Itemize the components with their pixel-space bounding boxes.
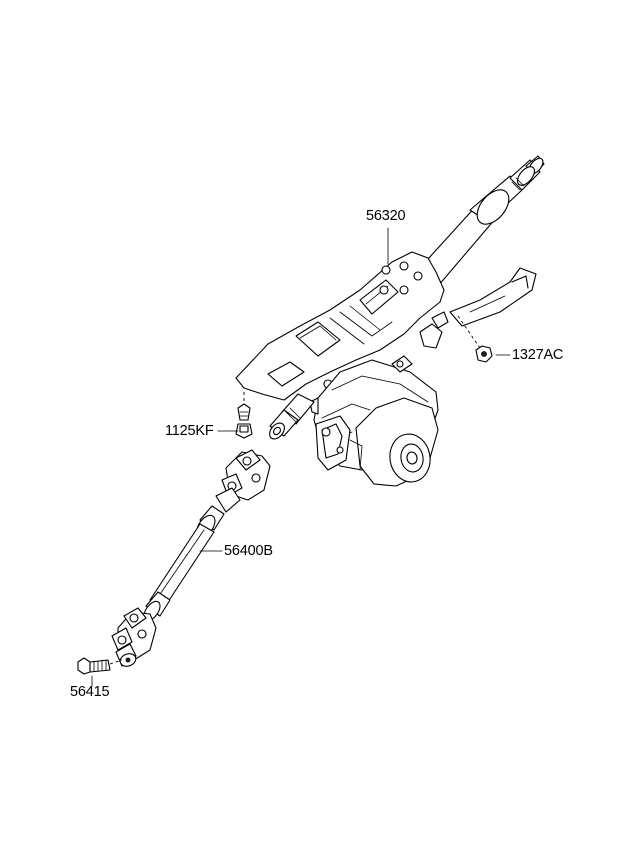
bolt-56415 (77, 657, 123, 675)
part-label-1327ac: 1327AC (512, 347, 564, 363)
mounting-bracket (235, 251, 449, 401)
part-label-56400b: 56400B (224, 543, 273, 559)
nut-1327ac (457, 315, 493, 363)
part-label-1125kf: 1125KF (165, 423, 214, 439)
bolt-1125kf (235, 392, 253, 439)
column-lower-stub (269, 393, 315, 440)
motor-housing (309, 355, 439, 487)
part-label-56415: 56415 (70, 684, 110, 700)
intermediate-shaft (111, 449, 271, 667)
part-label-56320: 56320 (366, 208, 406, 224)
tilt-lever (449, 267, 537, 327)
column-tube (417, 155, 545, 287)
leader-lines (91, 227, 511, 687)
